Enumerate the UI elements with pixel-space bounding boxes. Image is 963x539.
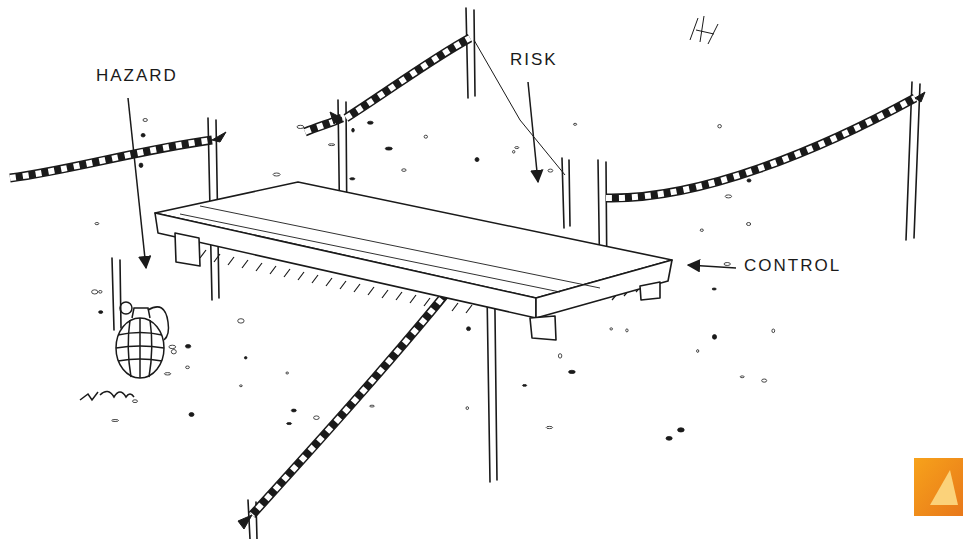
sketch-stroke (930, 470, 958, 505)
sketch-stroke (569, 370, 576, 373)
sketch-stroke (466, 8, 475, 98)
sketch-stroke (92, 290, 98, 294)
sketch-stroke (10, 140, 212, 178)
sketch-stroke (385, 147, 392, 150)
sketch-stroke (530, 316, 556, 340)
sketch-stroke (466, 407, 469, 410)
sketch-stroke (536, 260, 672, 318)
sketch-stroke (626, 329, 628, 332)
sketch-stroke (747, 179, 751, 182)
sketch-stroke (546, 426, 552, 428)
sketch-stroke (688, 265, 736, 268)
sketch-stroke (128, 318, 152, 378)
sketch-stroke (370, 405, 375, 407)
sketch-stroke (133, 400, 138, 403)
barrier-tape (10, 16, 925, 529)
logo-corner (914, 458, 963, 516)
sketch-stroke (606, 98, 915, 198)
sketch-stroke (513, 151, 515, 154)
grenade-hazard (80, 302, 169, 400)
sketch-stroke (574, 123, 577, 125)
sketch-stroke (772, 329, 775, 333)
annotation-label: CONTROL (742, 256, 843, 277)
sketch-stroke (128, 98, 146, 268)
sketch-stroke (697, 350, 699, 353)
sketch-stroke (725, 195, 731, 198)
sketch-stroke (610, 328, 613, 330)
sketch-stroke (548, 169, 553, 172)
sketch-stroke (350, 178, 355, 180)
sketch-stroke (606, 98, 915, 198)
sketch-stroke (690, 16, 718, 44)
annotation-label: RISK (508, 50, 560, 71)
sketch-stroke (402, 169, 406, 172)
sketch-stroke (10, 140, 212, 178)
sketch-stroke (523, 385, 527, 387)
posts (112, 8, 920, 539)
sketch-stroke (112, 420, 119, 422)
sketch-stroke (346, 38, 470, 118)
sketch-stroke (171, 350, 176, 354)
sketch-stroke (99, 311, 103, 314)
sketch-stroke (240, 385, 243, 387)
sketch-stroke (155, 213, 536, 318)
sketch-stroke (95, 223, 99, 225)
sketch-stroke (558, 354, 561, 358)
sketch-stroke (474, 40, 565, 175)
sketch-stroke (297, 125, 304, 128)
sketch-stroke (238, 319, 244, 323)
leader-arrows (128, 82, 736, 268)
sketch-stroke (740, 376, 744, 378)
sketch-stroke (747, 223, 751, 226)
sketch-stroke (273, 173, 280, 176)
sketch-stroke (475, 158, 479, 162)
sketch-stroke (148, 307, 169, 340)
sketch-stroke (666, 436, 672, 440)
sketch-stroke (180, 206, 600, 292)
sketch-stroke (80, 391, 134, 400)
sketch-stroke (212, 92, 925, 529)
sketch-stroke (352, 128, 355, 132)
sketch-stroke (186, 366, 190, 369)
sketch-stroke (328, 144, 334, 146)
sketch-stroke (640, 282, 660, 300)
sketch-stroke (112, 258, 121, 330)
sketch-stroke (132, 308, 150, 318)
sketch-stroke (712, 288, 716, 290)
sketch-stroke (189, 413, 194, 417)
annotation-label: HAZARD (94, 66, 180, 87)
sketch-stroke (116, 318, 164, 378)
sketch-stroke (724, 263, 730, 266)
sketch-stroke (291, 409, 296, 412)
sketch-stroke (528, 82, 538, 182)
sketch-stroke (139, 163, 143, 167)
sketch-stroke (718, 125, 722, 128)
ground-dots (92, 119, 775, 441)
sketch-stroke (700, 229, 703, 231)
sketch-stroke (346, 38, 470, 118)
control-plank (155, 182, 672, 340)
sketch-stroke (99, 291, 102, 294)
sketch-stroke (367, 121, 373, 124)
sketch-stroke (141, 133, 145, 137)
sketch-stroke (712, 335, 716, 340)
sketch-stroke (175, 233, 200, 266)
sketch-stroke (314, 416, 320, 420)
sketch-stroke (244, 357, 247, 359)
sketch-stroke (515, 147, 519, 149)
sketch-stroke (914, 458, 963, 516)
sketch-stroke (562, 158, 570, 228)
sketch-stroke (164, 373, 170, 375)
sketch-stroke (185, 345, 190, 349)
sketch-stroke (169, 345, 176, 348)
sketch-stroke (143, 119, 147, 122)
sketch-stroke (424, 135, 427, 138)
sketch-stroke (120, 302, 132, 314)
sketch-stroke (286, 372, 289, 374)
sketch-stroke (762, 379, 767, 382)
sketch-stroke (287, 423, 292, 425)
sketch-stroke (678, 428, 685, 432)
sketch-stroke (467, 327, 471, 331)
